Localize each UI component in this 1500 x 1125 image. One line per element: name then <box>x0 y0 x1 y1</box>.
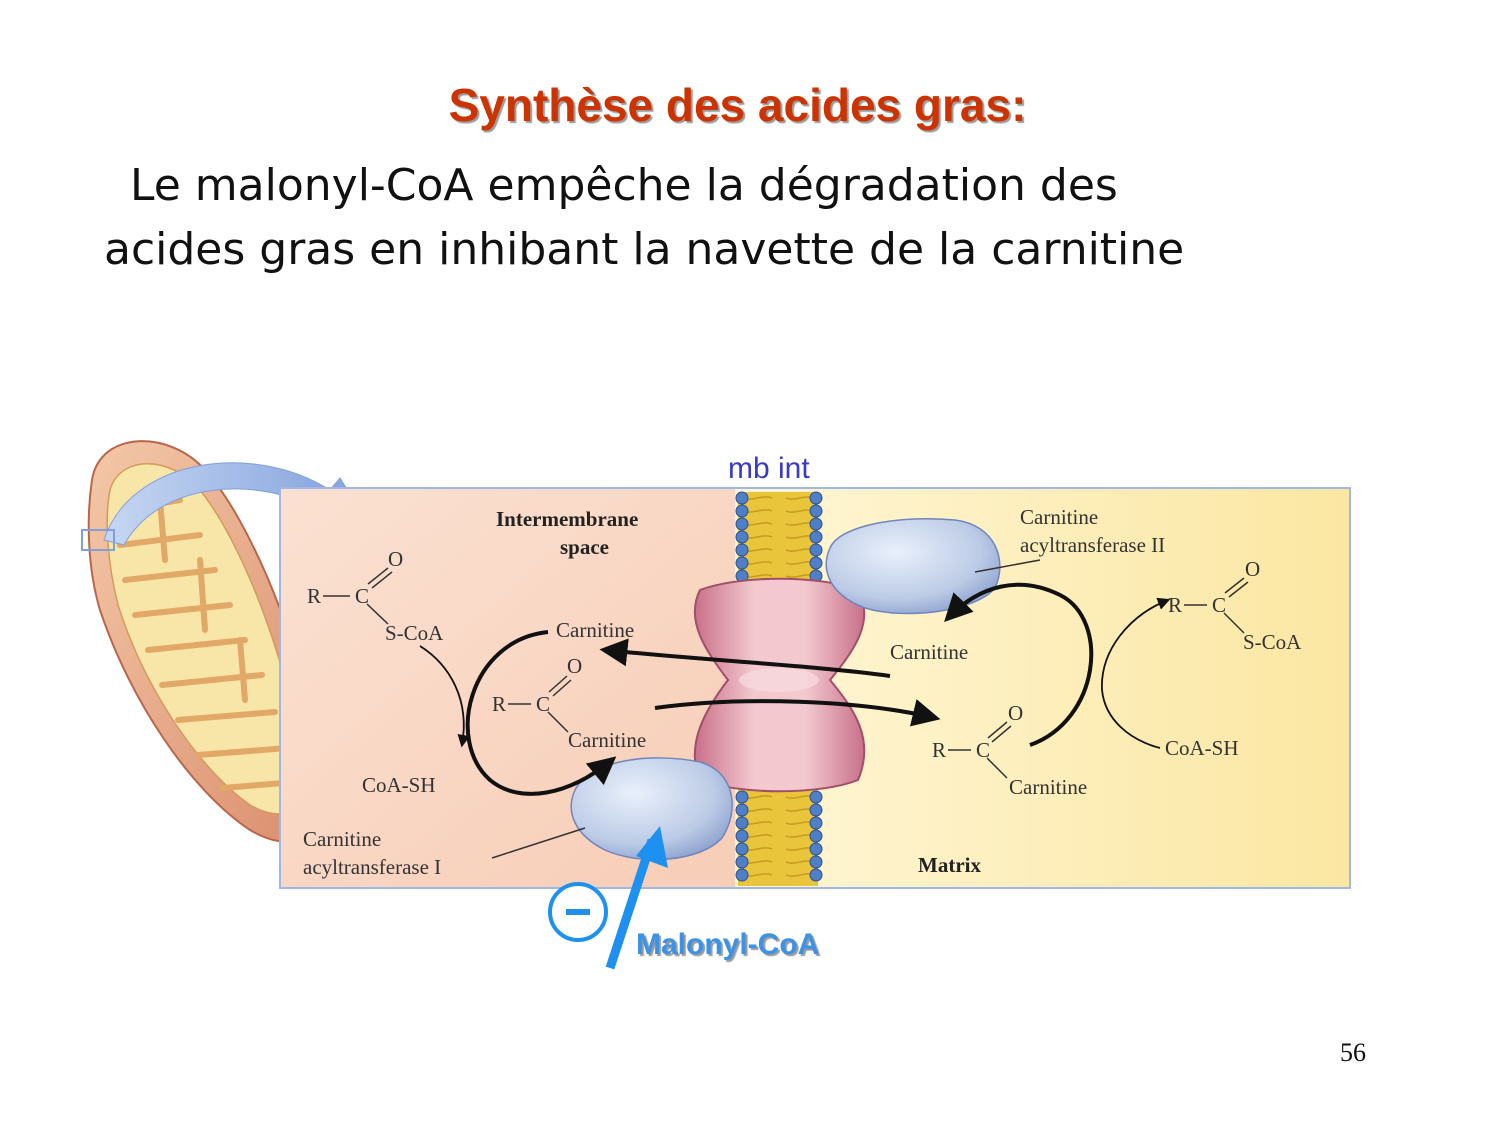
enzyme-i-pointer <box>491 827 586 859</box>
malonyl-coa-label: Malonyl-CoA <box>636 928 820 961</box>
left-acyl-coa: O R C S-CoA <box>307 547 444 645</box>
enzyme-i-label-1: Carnitine <box>303 827 381 851</box>
svg-text:O: O <box>1008 701 1023 725</box>
svg-text:O: O <box>567 654 582 678</box>
page-number: 56 <box>1340 1038 1366 1067</box>
intermembrane-space-label-2: space <box>560 535 609 559</box>
svg-text:Carnitine: Carnitine <box>1009 775 1087 799</box>
enzyme-ii-label-2: acyltransferase II <box>1020 533 1165 557</box>
enzyme-i-label-2: acyltransferase I <box>303 855 441 879</box>
cofactor-arrows <box>419 597 1171 749</box>
right-coash: CoA-SH <box>1165 736 1239 760</box>
svg-text:R: R <box>307 584 321 608</box>
matrix-label: Matrix <box>918 853 981 877</box>
left-coash: CoA-SH <box>362 773 436 797</box>
enzyme-ii-pointer <box>974 559 1041 573</box>
reaction-arrows <box>465 582 1094 796</box>
svg-text:C: C <box>976 738 990 762</box>
svg-text:C: C <box>1212 593 1226 617</box>
svg-text:Carnitine: Carnitine <box>568 728 646 752</box>
svg-text:C: C <box>536 692 550 716</box>
right-acyl-carnitine: O R C Carnitine <box>932 701 1087 799</box>
svg-text:O: O <box>1245 557 1260 581</box>
enzyme-ii-label-1: Carnitine <box>1020 505 1098 529</box>
svg-text:O: O <box>388 547 403 571</box>
svg-text:R: R <box>1168 593 1182 617</box>
zoom-region-box <box>81 529 115 551</box>
inhibition-marker <box>548 826 668 970</box>
inhibition-arrow <box>605 838 657 970</box>
svg-text:S-CoA: S-CoA <box>1243 630 1302 654</box>
subtitle-line-1: Le malonyl-CoA empêche la dégradation de… <box>130 160 1118 211</box>
right-acyl-coa: O R C S-CoA <box>1168 557 1302 654</box>
svg-text:S-CoA: S-CoA <box>385 621 444 645</box>
svg-text:C: C <box>355 584 369 608</box>
right-carnitine: Carnitine <box>890 640 968 664</box>
panel-border <box>279 487 1351 889</box>
intermembrane-space-label-1: Intermembrane <box>496 507 638 531</box>
svg-text:R: R <box>932 738 946 762</box>
slide-title: Synthèse des acides gras: <box>448 79 1027 131</box>
left-carnitine: Carnitine <box>556 618 634 642</box>
svg-text:R: R <box>492 692 506 716</box>
membrane-label: mb int <box>728 452 810 485</box>
subtitle-line-2: acides gras en inhibant la navette de la… <box>104 224 1185 275</box>
left-acyl-carnitine: O R C Carnitine <box>492 654 646 752</box>
